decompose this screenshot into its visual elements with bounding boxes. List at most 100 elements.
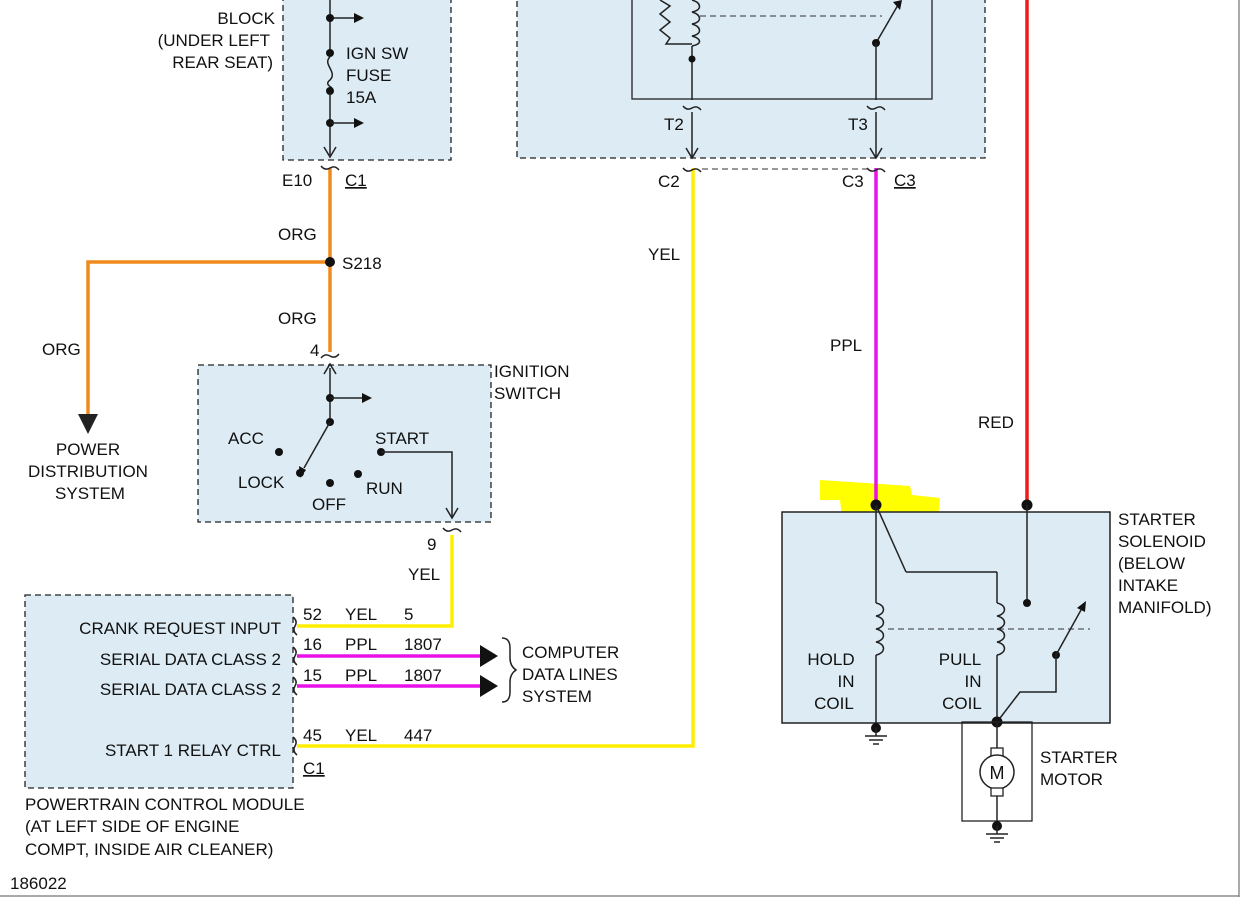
ignition-run: RUN <box>366 479 403 498</box>
relay-pin-t3: T3 <box>848 115 868 134</box>
ignition-pin-in: 4 <box>310 341 319 360</box>
svg-text:COMPUTER: COMPUTER <box>522 643 619 662</box>
svg-text:HOLD: HOLD <box>807 650 854 669</box>
relay-box <box>516 0 986 159</box>
ignition-start: START <box>375 429 429 448</box>
svg-text:YEL: YEL <box>345 605 377 624</box>
hold-in-coil-label: HOLD IN COIL <box>807 650 854 713</box>
ppl-label-solenoid: PPL <box>830 336 862 355</box>
svg-text:IGN SW: IGN SW <box>346 44 408 63</box>
svg-text:1807: 1807 <box>404 635 442 654</box>
org-label-1: ORG <box>278 225 317 244</box>
svg-text:CRANK REQUEST INPUT: CRANK REQUEST INPUT <box>79 619 281 638</box>
svg-text:15A: 15A <box>346 88 377 107</box>
fuse-block-label: BLOCK (UNDER LEFT REAR SEAT) <box>158 9 276 72</box>
yel-label-relay: YEL <box>648 245 680 264</box>
pcm-connector-hooks <box>292 616 298 756</box>
svg-text:BLOCK: BLOCK <box>217 9 275 28</box>
pcm-pin-table: 52 YEL 5 16 PPL 1807 15 PPL 1807 45 YEL … <box>303 605 442 745</box>
fuse-terminal-label: E10 <box>282 171 312 190</box>
svg-text:(BELOW: (BELOW <box>1118 554 1185 573</box>
figure-id: 186022 <box>10 874 67 893</box>
computer-data-brace <box>501 637 518 703</box>
svg-text:SYSTEM: SYSTEM <box>55 484 125 503</box>
svg-text:MANIFOLD): MANIFOLD) <box>1118 598 1212 617</box>
starter-motor <box>961 721 1033 843</box>
ignition-switch-box <box>197 364 492 523</box>
svg-text:START 1 RELAY CTRL: START 1 RELAY CTRL <box>105 741 281 760</box>
ignition-switch-internals <box>275 353 462 533</box>
power-distribution-arrow <box>78 414 98 434</box>
svg-text:5: 5 <box>404 605 413 624</box>
svg-text:COIL: COIL <box>942 694 982 713</box>
svg-text:447: 447 <box>404 726 432 745</box>
svg-text:STARTER: STARTER <box>1118 510 1196 529</box>
pull-in-coil-label: PULL IN COIL <box>939 650 982 713</box>
pcm-signal-labels: CRANK REQUEST INPUT SERIAL DATA CLASS 2 … <box>79 619 281 760</box>
svg-text:PPL: PPL <box>345 666 377 685</box>
svg-text:15: 15 <box>303 666 322 685</box>
fuse-block-box <box>282 0 452 161</box>
svg-text:1807: 1807 <box>404 666 442 685</box>
org-label-2: ORG <box>278 309 317 328</box>
pcm-box <box>24 594 294 789</box>
fuse-block-internals <box>320 0 364 171</box>
red-label: RED <box>978 413 1014 432</box>
svg-text:INTAKE: INTAKE <box>1118 576 1178 595</box>
pcm-connector-label: C1 <box>303 759 325 778</box>
relay-connector-c3-right: C3 <box>894 171 916 190</box>
ignition-off: OFF <box>312 495 346 514</box>
ignition-label-1: IGNITION <box>494 362 570 381</box>
svg-text:COMPT, INSIDE AIR CLEANER): COMPT, INSIDE AIR CLEANER) <box>25 840 273 859</box>
starter-solenoid-box <box>781 511 1111 724</box>
starter-motor-label-2: MOTOR <box>1040 770 1103 789</box>
svg-text:SYSTEM: SYSTEM <box>522 687 592 706</box>
starter-solenoid-label: STARTER SOLENOID (BELOW INTAKE MANIFOLD) <box>1118 510 1212 617</box>
svg-text:POWERTRAIN CONTROL MODULE: POWERTRAIN CONTROL MODULE <box>25 795 305 814</box>
svg-text:52: 52 <box>303 605 322 624</box>
svg-text:DISTRIBUTION: DISTRIBUTION <box>28 462 148 481</box>
svg-text:DATA LINES: DATA LINES <box>522 665 618 684</box>
yel-wire-crank-request <box>297 535 454 628</box>
ignition-pin-out: 9 <box>427 535 436 554</box>
relay-internals <box>631 0 933 173</box>
svg-text:IN: IN <box>838 672 855 691</box>
svg-text:(UNDER LEFT: (UNDER LEFT <box>158 31 270 50</box>
svg-text:YEL: YEL <box>345 726 377 745</box>
svg-text:16: 16 <box>303 635 322 654</box>
ignition-acc: ACC <box>228 429 264 448</box>
svg-text:COIL: COIL <box>814 694 854 713</box>
svg-text:FUSE: FUSE <box>346 66 391 85</box>
svg-text:REAR SEAT): REAR SEAT) <box>172 53 273 72</box>
ignition-label-2: SWITCH <box>494 384 561 403</box>
svg-text:PULL: PULL <box>939 650 982 669</box>
serial-data-arrow-2 <box>480 675 498 697</box>
yel-label-ignition: YEL <box>408 565 440 584</box>
svg-text:SOLENOID: SOLENOID <box>1118 532 1206 551</box>
svg-text:SERIAL DATA CLASS 2: SERIAL DATA CLASS 2 <box>100 680 281 699</box>
fuse-label: IGN SW FUSE 15A <box>346 44 408 107</box>
highlight-mark <box>820 480 940 518</box>
fuse-connector-label: C1 <box>345 171 367 190</box>
pcm-label: POWERTRAIN CONTROL MODULE (AT LEFT SIDE … <box>25 795 305 859</box>
ignition-lock: LOCK <box>238 473 285 492</box>
svg-text:(AT LEFT SIDE OF ENGINE: (AT LEFT SIDE OF ENGINE <box>25 817 239 836</box>
splice-s218-dot <box>325 257 335 267</box>
org-wire-to-power-distribution <box>86 168 332 420</box>
motor-symbol: M <box>990 763 1005 783</box>
power-distribution-label: POWER DISTRIBUTION SYSTEM <box>28 440 148 503</box>
splice-label: S218 <box>342 254 382 273</box>
org-label-3: ORG <box>42 340 81 359</box>
svg-text:SERIAL DATA CLASS 2: SERIAL DATA CLASS 2 <box>100 650 281 669</box>
relay-pin-t2: T2 <box>664 115 684 134</box>
starter-motor-label-1: STARTER <box>1040 748 1118 767</box>
yel-wire-start-relay-ctrl <box>297 168 695 748</box>
svg-text:45: 45 <box>303 726 322 745</box>
relay-connector-c3-left: C3 <box>842 172 864 191</box>
svg-text:POWER: POWER <box>56 440 120 459</box>
computer-data-lines-label: COMPUTER DATA LINES SYSTEM <box>522 643 619 706</box>
svg-text:IN: IN <box>965 672 982 691</box>
svg-text:PPL: PPL <box>345 635 377 654</box>
relay-connector-c2: C2 <box>658 172 680 191</box>
